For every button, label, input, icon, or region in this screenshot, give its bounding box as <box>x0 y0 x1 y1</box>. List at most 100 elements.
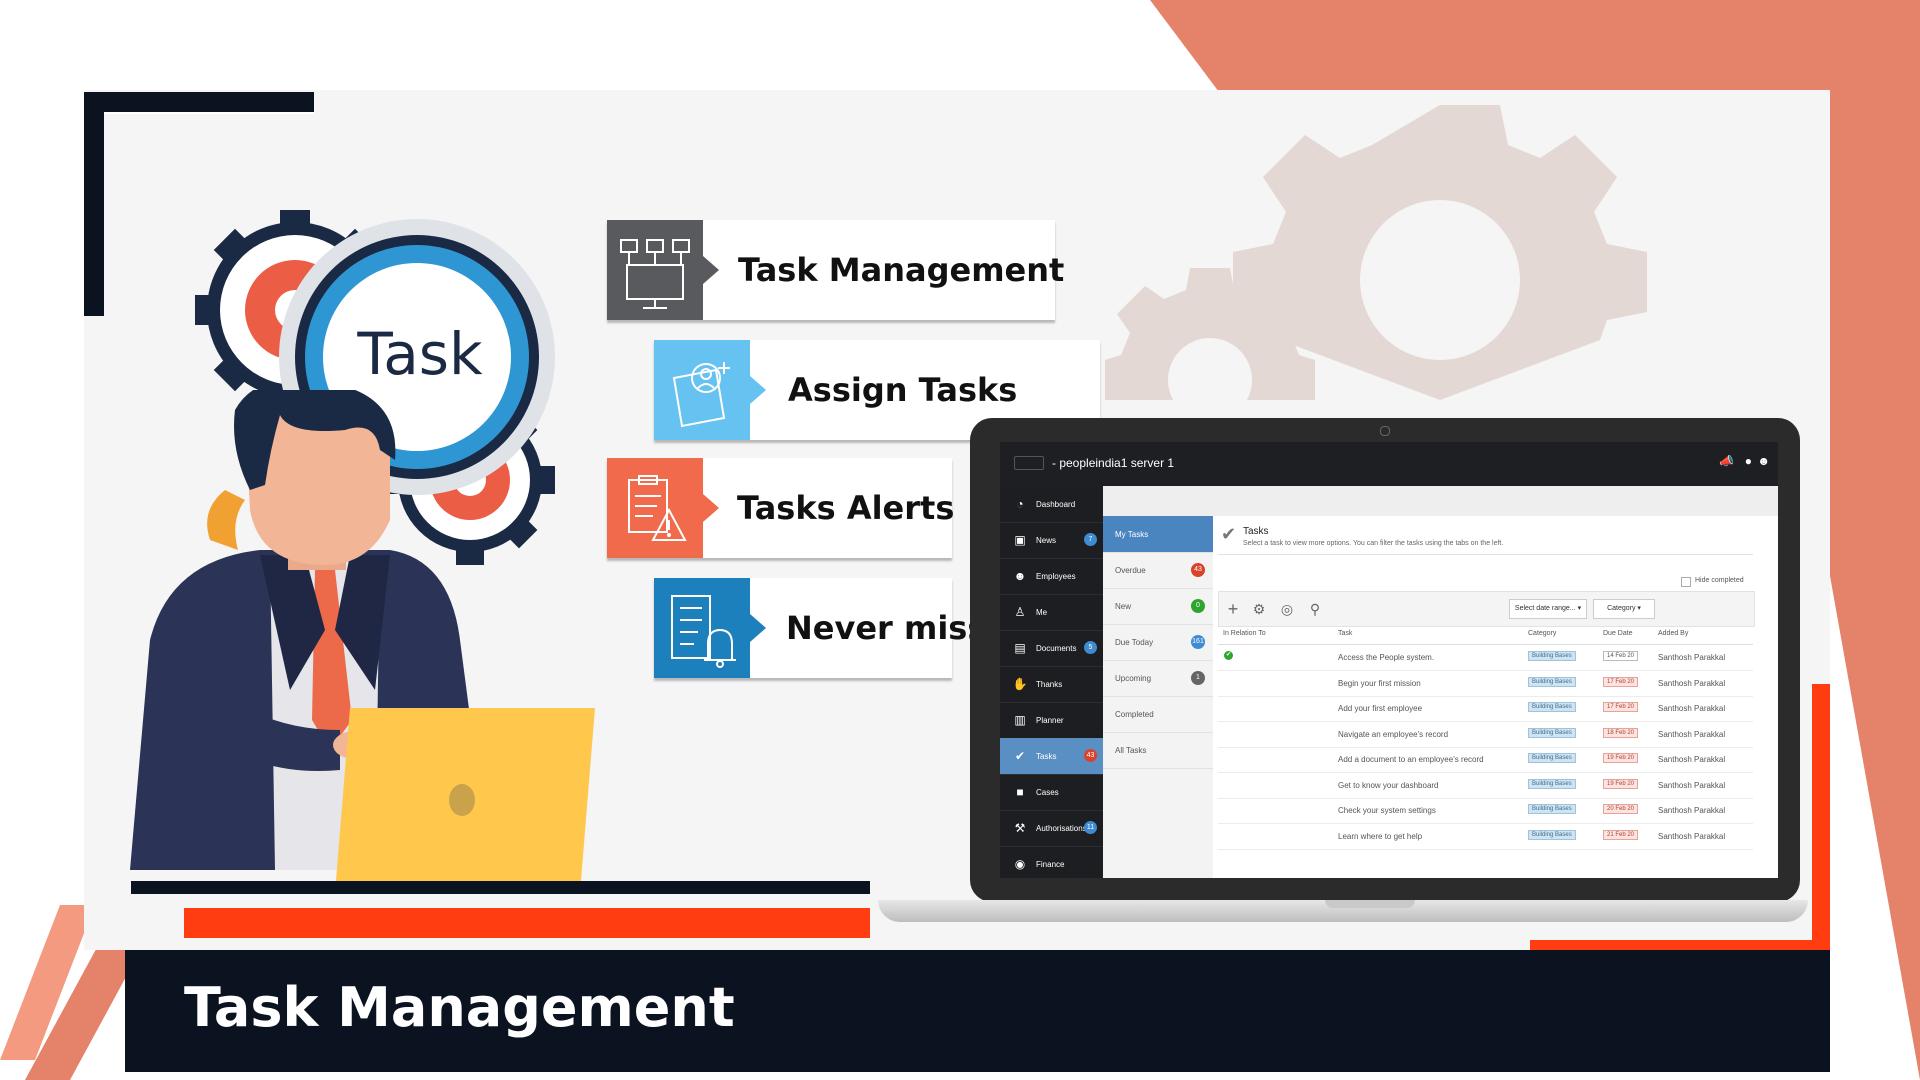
tv-icon: ▣ <box>1014 533 1026 547</box>
due-date: 14 Feb 20 <box>1603 651 1639 661</box>
task-badge-text: Task <box>357 320 483 388</box>
coins-icon: ◉ <box>1014 857 1026 871</box>
sidebar-item-dashboard[interactable]: ◔Dashboard <box>1000 486 1103 523</box>
filter-target-icon[interactable]: ◎ <box>1280 601 1294 617</box>
tasks-panel: ✔ Tasks Select a task to view more optio… <box>1213 516 1778 878</box>
category-tag: Building Bases <box>1528 702 1576 712</box>
feature-label: Tasks Alerts <box>737 489 955 527</box>
count-badge: 11 <box>1084 821 1097 834</box>
column-header[interactable]: Task <box>1338 630 1353 637</box>
column-header[interactable]: Added By <box>1658 630 1689 637</box>
add-task-icon[interactable]: + <box>1227 599 1239 619</box>
arrow-icon <box>750 376 766 404</box>
completed-check-icon: ✔ <box>1224 651 1233 660</box>
tab-all-tasks[interactable]: All Tasks <box>1103 732 1213 769</box>
due-date: 21 Feb 20 <box>1603 829 1639 840</box>
check-icon: ✔ <box>1221 524 1237 544</box>
sidebar-item-label: Thanks <box>1036 679 1063 689</box>
date-range-dropdown[interactable]: Select date range... ▾ <box>1509 599 1587 619</box>
tasks-subtitle: Select a task to view more options. You … <box>1243 540 1504 547</box>
task-name: Get to know your dashboard <box>1338 780 1439 790</box>
category-tag: Building Bases <box>1528 829 1576 840</box>
added-by: Santhosh Parakkal <box>1658 831 1726 841</box>
background-gears <box>1105 105 1647 400</box>
sidebar-item-thanks[interactable]: ✋Thanks <box>1000 666 1103 703</box>
task-gears-illustration <box>195 210 555 565</box>
tab-label: Upcoming <box>1115 673 1152 683</box>
user-profile-icon[interactable]: ☻ <box>1757 454 1770 468</box>
column-header[interactable]: In Relation To <box>1223 630 1266 637</box>
laptop-notch <box>1325 900 1415 908</box>
sidebar-item-label: Me <box>1036 607 1048 617</box>
app-header: - peopleindia1 server 1 📣 ● ☻ <box>1000 442 1778 486</box>
tab-label: Completed <box>1115 709 1154 719</box>
table-header: In Relation To Task Category Due Date Added … <box>1218 626 1753 645</box>
count-badge: 5 <box>1084 641 1097 654</box>
documents-icon: ▤ <box>1014 641 1026 655</box>
category-dropdown[interactable]: Category ▾ <box>1593 599 1655 619</box>
arrow-icon <box>750 614 766 642</box>
underline-navy <box>131 881 870 894</box>
due-date: 18 Feb 20 <box>1603 727 1639 738</box>
hide-completed-checkbox[interactable] <box>1681 577 1691 587</box>
laptop-illustration <box>335 708 595 893</box>
footer-title: Task Management <box>184 976 735 1039</box>
task-name: Navigate an employee's record <box>1338 729 1449 739</box>
sidebar-item-cases[interactable]: ■Cases <box>1000 774 1103 811</box>
added-by: Santhosh Parakkal <box>1658 653 1726 662</box>
due-date: 17 Feb 20 <box>1603 702 1639 712</box>
lightbulb-icon[interactable]: ● <box>1744 454 1752 468</box>
added-by: Santhosh Parakkal <box>1658 755 1726 764</box>
sidebar-item-finance[interactable]: ◉Finance <box>1000 846 1103 878</box>
sidebar-item-planner[interactable]: ▥Planner <box>1000 702 1103 739</box>
feature-task-management[interactable]: Task Management <box>607 220 1064 320</box>
dashboard-icon: ◔ <box>1016 497 1024 511</box>
sidebar-item-employees[interactable]: ☻Employees <box>1000 558 1103 595</box>
tab-my-tasks[interactable]: My Tasks <box>1103 516 1213 553</box>
laptop-base <box>878 900 1808 922</box>
feature-label: Task Management <box>738 251 1065 289</box>
frame-accent-right <box>1812 684 1830 958</box>
task-name: Add a document to an employee's record <box>1338 755 1484 764</box>
task-name: Check your system settings <box>1338 806 1436 815</box>
feature-never-miss[interactable]: Never miss <box>654 578 986 678</box>
column-header[interactable]: Due Date <box>1603 630 1633 637</box>
column-header[interactable]: Category <box>1528 630 1557 637</box>
announcement-icon[interactable]: 📣 <box>1719 454 1734 468</box>
sidebar-item-me[interactable]: ♙Me <box>1000 594 1103 631</box>
added-by: Santhosh Parakkal <box>1658 780 1726 790</box>
tab-label: Due Today <box>1115 637 1154 647</box>
assign-user-icon <box>654 340 750 440</box>
count-badge: 43 <box>1191 563 1205 577</box>
workflow-monitor-icon <box>607 220 703 320</box>
app-logo <box>1014 456 1044 470</box>
search-icon[interactable]: ⚲ <box>1309 601 1321 617</box>
category-tag: Building Bases <box>1528 651 1576 661</box>
due-date: 20 Feb 20 <box>1603 804 1639 814</box>
frame-line <box>104 112 314 114</box>
frame-corner <box>84 92 314 112</box>
table-row[interactable]: ✔Access the People system.Building Bases… <box>1218 645 1753 671</box>
settings-gear-icon[interactable]: ⚙ <box>1252 601 1266 617</box>
feature-tasks-alerts[interactable]: Tasks Alerts <box>607 458 955 558</box>
added-by: Santhosh Parakkal <box>1658 704 1726 713</box>
tab-completed[interactable]: Completed <box>1103 696 1213 733</box>
toolbar-strip <box>1103 486 1778 517</box>
checklist-bell-icon <box>654 578 750 678</box>
